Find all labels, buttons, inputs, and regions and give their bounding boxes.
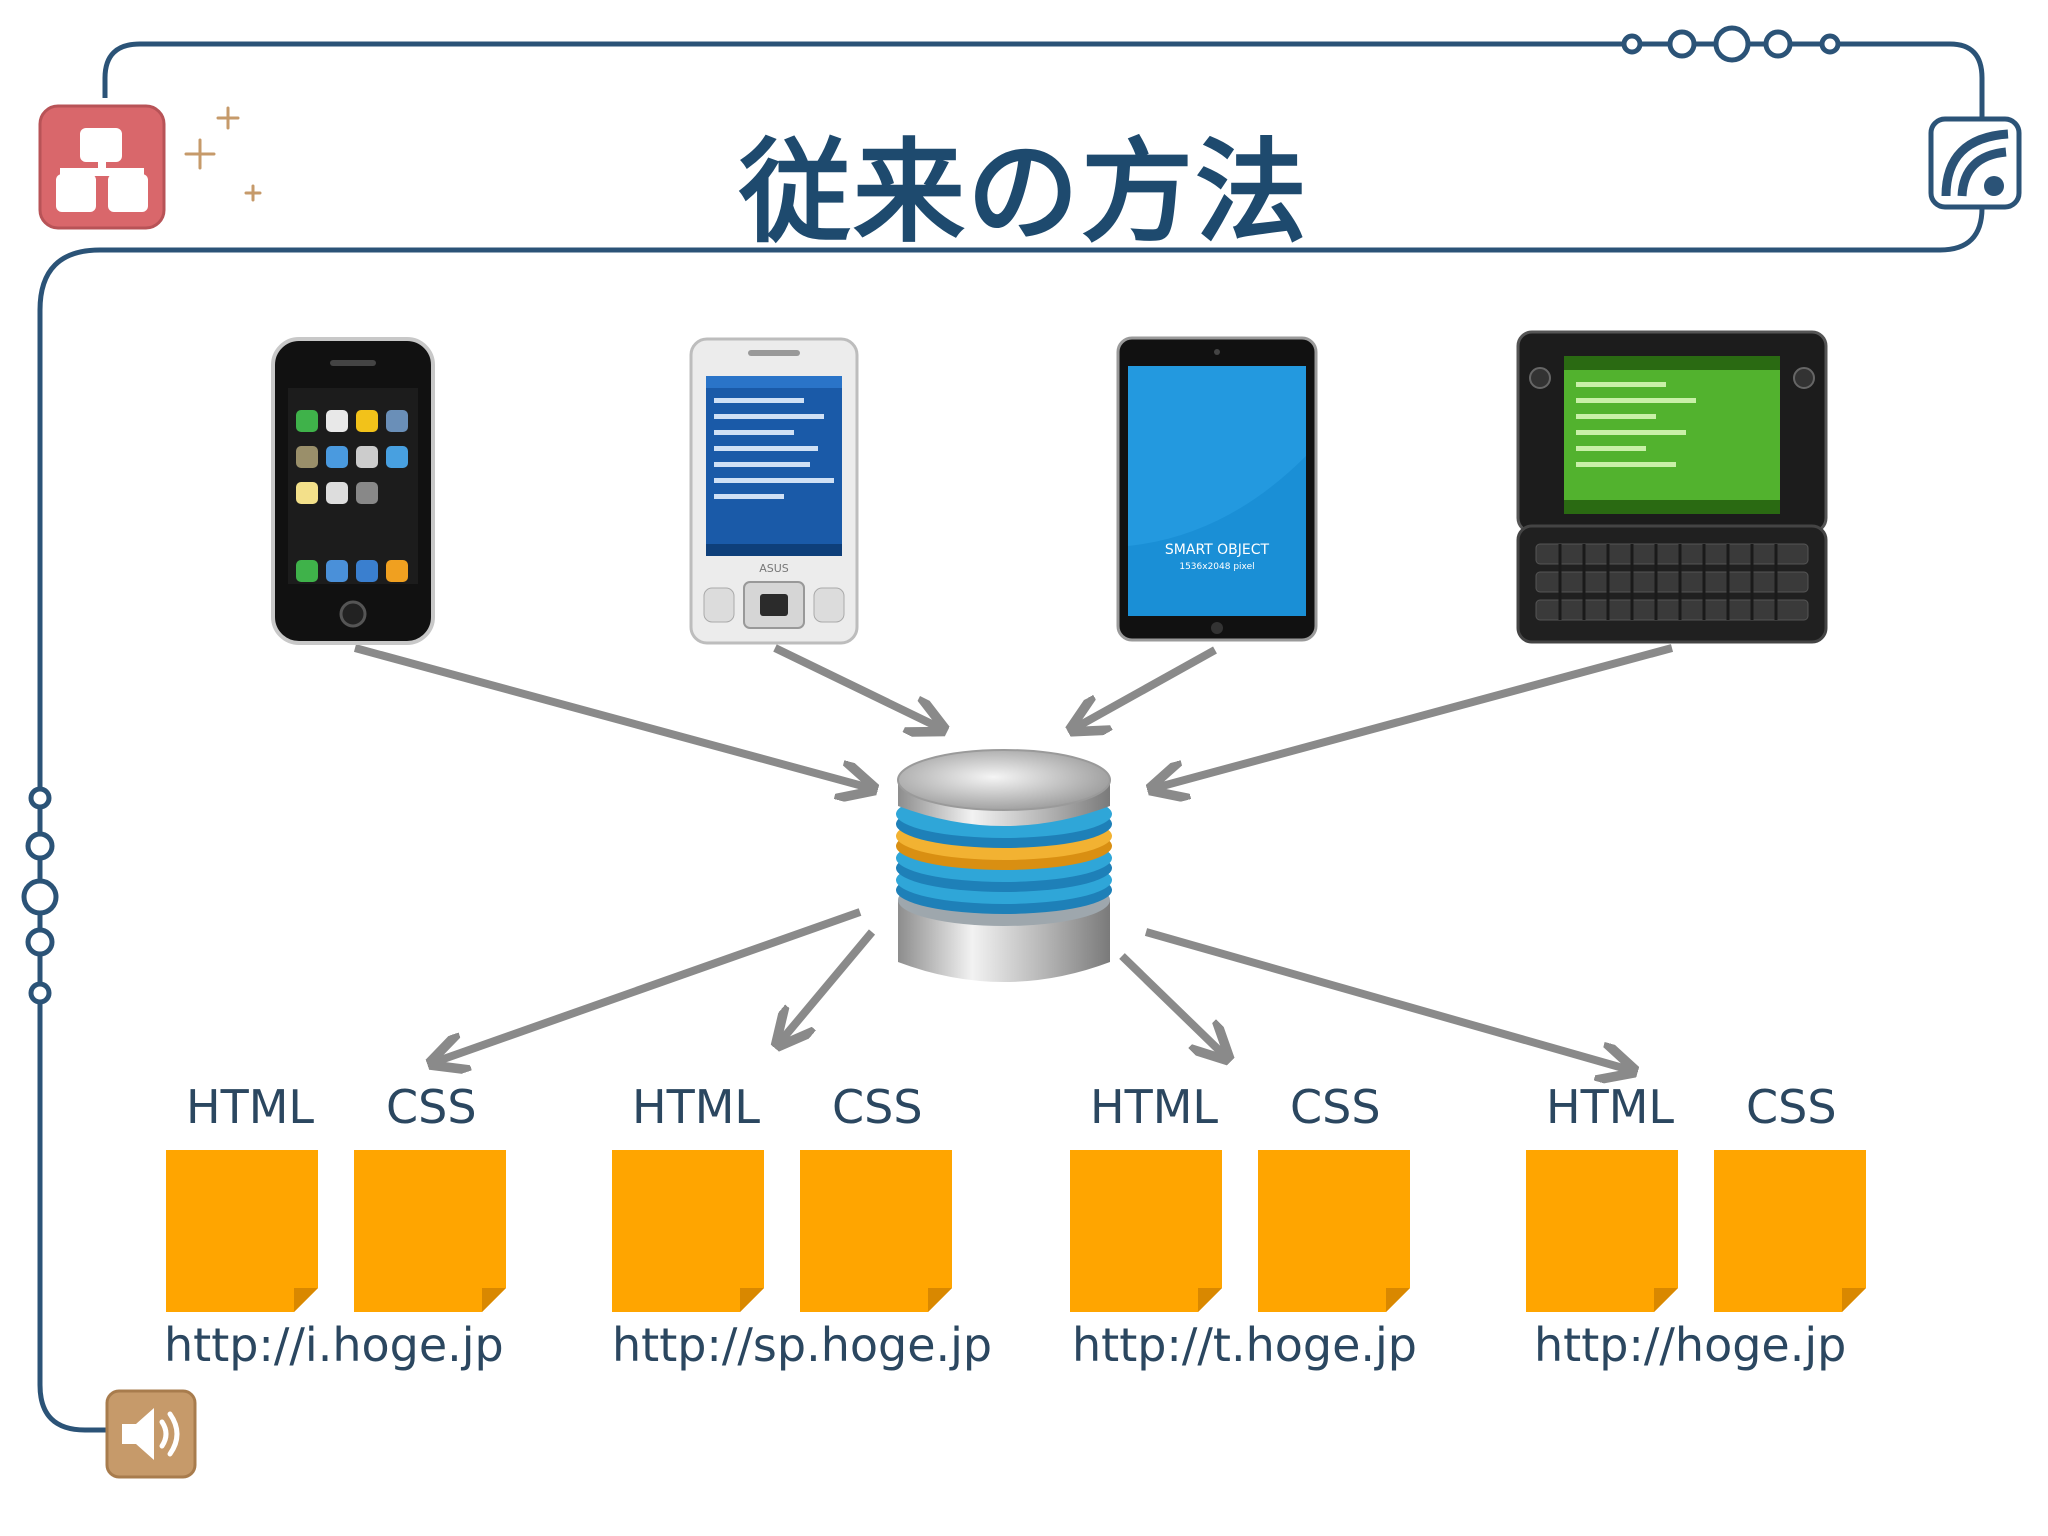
- timeline-nodes-top: [1621, 25, 1841, 63]
- group1-html-label: HTML: [186, 1080, 315, 1134]
- group3-css-label: CSS: [1290, 1080, 1381, 1134]
- group4-css-label: CSS: [1746, 1080, 1837, 1134]
- tablet-icon: SMART OBJECT 1536x2048 pixel: [1116, 336, 1318, 642]
- iphone-icon: [271, 337, 435, 645]
- arrow-db-to-group2: [780, 929, 876, 1042]
- group2-html-file-icon: [612, 1150, 764, 1312]
- sparkle-icon: [184, 106, 262, 202]
- arrow-pda-to-db: [773, 644, 940, 728]
- group4-html-label: HTML: [1546, 1080, 1675, 1134]
- arrow-db-to-group1: [435, 908, 862, 1062]
- group3-html-label: HTML: [1090, 1080, 1219, 1134]
- group2-css-file-icon: [800, 1150, 952, 1312]
- group1-url: http://i.hoge.jp: [164, 1318, 504, 1372]
- frame-line: [37, 41, 1985, 1433]
- arrow-umpc-to-db: [1155, 644, 1674, 788]
- pda-phone-icon: ASUS: [689, 337, 859, 645]
- timeline-nodes-left: [21, 786, 59, 1005]
- group3-url: http://t.hoge.jp: [1072, 1318, 1417, 1372]
- sitemap-icon[interactable]: [36, 102, 168, 232]
- group1-css-label: CSS: [386, 1080, 477, 1134]
- group2-html-label: HTML: [632, 1080, 761, 1134]
- arrow-db-to-group3: [1119, 953, 1225, 1056]
- tablet-screen-subtitle: 1536x2048 pixel: [1179, 562, 1254, 572]
- group3-css-file-icon: [1258, 1150, 1410, 1312]
- group4-css-file-icon: [1714, 1150, 1866, 1312]
- arrow-tablet-to-db: [1075, 646, 1217, 728]
- group4-html-file-icon: [1526, 1150, 1678, 1312]
- group3-html-file-icon: [1070, 1150, 1222, 1312]
- database-icon: [896, 749, 1112, 982]
- pda-brand-label: ASUS: [759, 562, 789, 575]
- arrow-db-to-group4: [1144, 928, 1630, 1070]
- slide-title: 従来の方法: [739, 128, 1309, 258]
- group1-css-file-icon: [354, 1150, 506, 1312]
- tablet-screen-title: SMART OBJECT: [1165, 542, 1270, 558]
- group2-css-label: CSS: [832, 1080, 923, 1134]
- arrow-iphone-to-db: [353, 644, 870, 788]
- speaker-icon[interactable]: [104, 1388, 198, 1480]
- group1-html-file-icon: [166, 1150, 318, 1312]
- group2-url: http://sp.hoge.jp: [612, 1318, 993, 1372]
- group4-url: http://hoge.jp: [1534, 1318, 1847, 1372]
- umpc-keyboard-icon: [1516, 330, 1828, 644]
- broadcast-icon[interactable]: [1928, 116, 2022, 210]
